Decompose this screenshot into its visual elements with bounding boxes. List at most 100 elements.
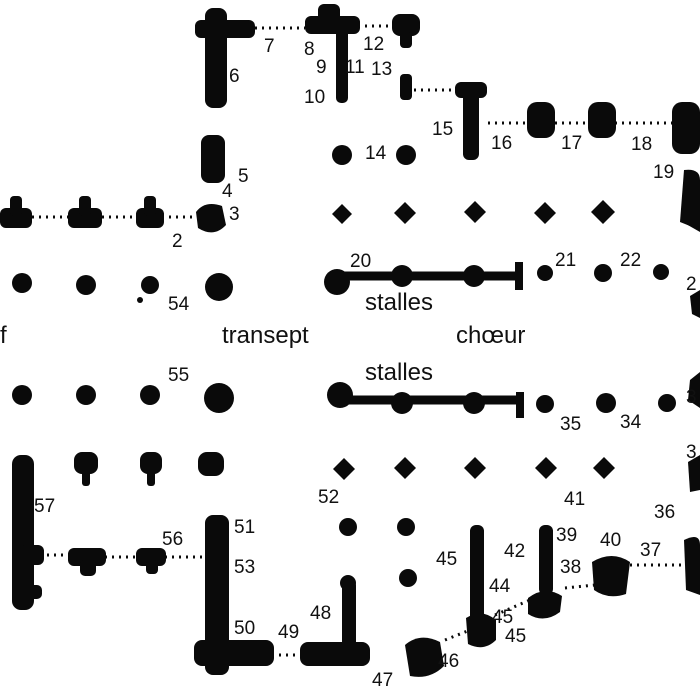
number-label: 39 xyxy=(556,525,577,546)
pier xyxy=(397,518,415,536)
apse-wall xyxy=(690,290,700,318)
buttress xyxy=(10,196,22,216)
label-transept: transept xyxy=(222,322,309,349)
number-label: 44 xyxy=(489,576,511,597)
buttress xyxy=(672,102,700,154)
number-label: 51 xyxy=(234,517,255,538)
number-label: 21 xyxy=(555,250,576,271)
wall-segment xyxy=(205,515,229,675)
number-label: 20 xyxy=(350,251,371,272)
pier xyxy=(658,394,676,412)
pier xyxy=(204,383,234,413)
pillar xyxy=(82,470,90,486)
stalles-north-bar xyxy=(331,271,521,281)
number-label: 42 xyxy=(504,541,525,562)
pier xyxy=(327,382,353,408)
pier xyxy=(396,145,416,165)
number-label: 18 xyxy=(631,134,652,155)
number-label: 41 xyxy=(564,489,585,510)
number-label: 46 xyxy=(438,651,459,672)
number-label: 8 xyxy=(304,39,315,60)
apse-wall xyxy=(688,372,700,408)
number-label: 55 xyxy=(168,365,189,386)
pier xyxy=(205,273,233,301)
number-label: 34 xyxy=(620,412,642,433)
pier xyxy=(464,201,486,223)
number-label: 5 xyxy=(238,166,249,187)
pier xyxy=(686,190,700,232)
number-label: 17 xyxy=(561,133,582,154)
number-label: 15 xyxy=(432,119,453,140)
pier xyxy=(536,395,554,413)
number-label: 22 xyxy=(620,250,641,271)
buttress xyxy=(146,560,158,574)
number-label: 49 xyxy=(278,622,299,643)
number-label: 2 xyxy=(686,274,697,295)
buttress xyxy=(79,196,91,216)
pier xyxy=(141,276,159,294)
pier xyxy=(596,393,616,413)
number-label: 45 xyxy=(492,607,513,628)
wall-segment xyxy=(392,14,420,36)
buttress xyxy=(0,208,32,228)
pillar xyxy=(201,135,225,183)
number-label: 10 xyxy=(304,87,325,108)
number-label: 37 xyxy=(640,540,661,561)
pier xyxy=(137,297,143,303)
pier xyxy=(76,275,96,295)
number-label: 35 xyxy=(560,414,581,435)
number-label: 45 xyxy=(505,626,526,647)
pier xyxy=(463,392,485,414)
pier xyxy=(394,202,416,224)
label-nef: f xyxy=(0,322,7,349)
number-label: 53 xyxy=(234,557,255,578)
number-label: 12 xyxy=(363,34,384,55)
dotted-lines xyxy=(32,24,690,657)
pier xyxy=(333,458,355,480)
number-label: 52 xyxy=(318,487,339,508)
pier xyxy=(76,385,96,405)
wall-segment xyxy=(318,4,340,34)
wall-segment xyxy=(194,640,274,666)
number-label: 57 xyxy=(34,496,55,517)
number-label: 2 xyxy=(172,231,183,252)
number-label: 56 xyxy=(162,529,183,550)
wall-segment xyxy=(12,455,34,610)
pier xyxy=(340,575,356,591)
label-choeur: chœur xyxy=(456,322,525,349)
pier xyxy=(140,385,160,405)
buttress xyxy=(527,102,555,138)
number-label: 45 xyxy=(436,549,457,570)
pier xyxy=(339,518,357,536)
number-label: 9 xyxy=(316,57,327,78)
wall-segment xyxy=(205,8,227,108)
number-label: 14 xyxy=(365,143,387,164)
number-label: 16 xyxy=(491,133,512,154)
pier xyxy=(534,202,556,224)
wall-segment xyxy=(336,28,348,103)
pillar xyxy=(140,452,162,474)
number-label: 19 xyxy=(653,162,674,183)
buttress xyxy=(144,196,156,216)
pier xyxy=(391,265,413,287)
piers xyxy=(12,145,676,591)
number-label: 3 xyxy=(686,442,697,463)
pier xyxy=(394,457,416,479)
dotted-line xyxy=(444,628,471,642)
buttress xyxy=(592,556,630,597)
walls xyxy=(0,4,700,677)
pier xyxy=(391,392,413,414)
pier xyxy=(653,264,669,280)
wall-segment xyxy=(470,525,484,635)
dotted-line xyxy=(564,583,596,590)
wall-segment xyxy=(400,32,412,48)
number-label: 7 xyxy=(264,36,275,57)
number-label: 48 xyxy=(310,603,331,624)
pier xyxy=(464,457,486,479)
number-label: 11 xyxy=(345,57,365,78)
pier xyxy=(332,145,352,165)
pier xyxy=(463,265,485,287)
label-stalles-south: stalles xyxy=(365,359,433,386)
